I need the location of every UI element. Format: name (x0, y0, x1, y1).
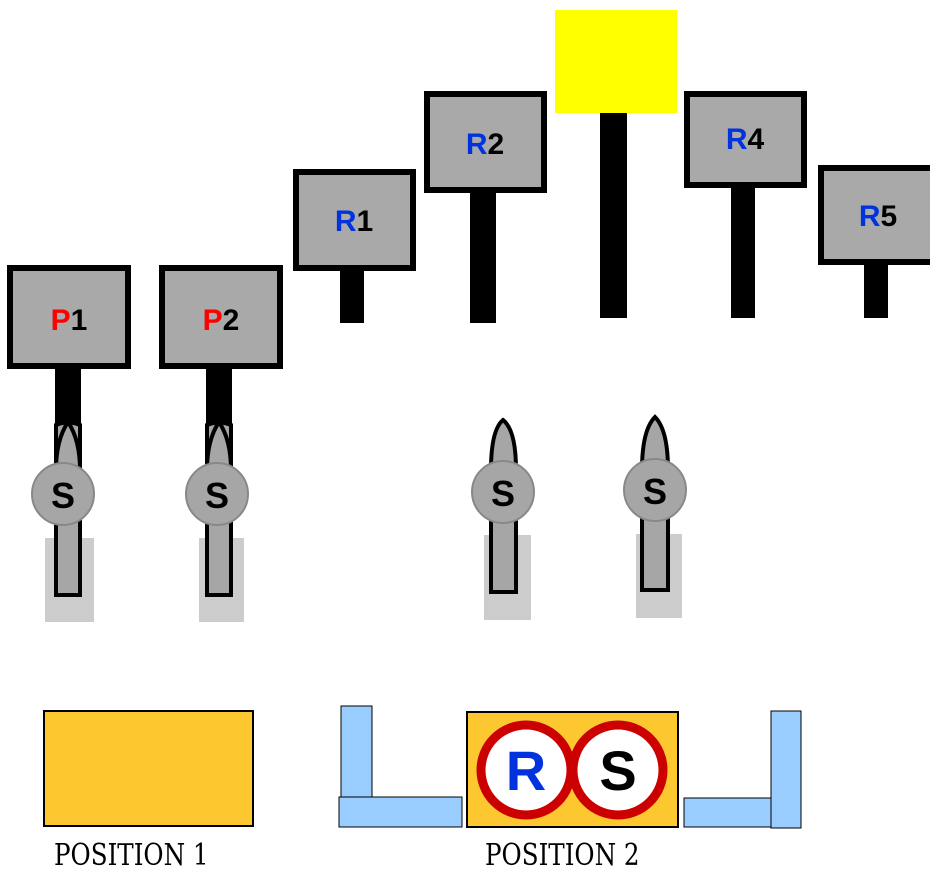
top-yellow-pole (600, 113, 627, 318)
right-bracket-vertical (770, 710, 802, 829)
sign-r1-pole (340, 268, 364, 323)
sign-r2-pole (470, 190, 496, 323)
sign-r1-label: R1 (335, 205, 373, 238)
sign-r5: R5 (818, 165, 930, 318)
sign-p2-label: P2 (203, 304, 240, 337)
s-badge-letter: S (599, 739, 636, 802)
position-2-left-bracket (338, 705, 463, 828)
sign-r1: R1 (293, 169, 416, 323)
sensor-1: S (31, 418, 95, 622)
sensor-1-tip (53, 418, 83, 472)
sensor-4: S (623, 414, 687, 618)
sensor-2-disc (185, 462, 249, 526)
r-badge-letter: R (506, 739, 546, 802)
sign-r4-label: R4 (726, 123, 765, 156)
sensor-2: S (185, 418, 249, 622)
position-1-pad (43, 710, 254, 827)
sensor-4-letter: S (643, 471, 667, 512)
sign-r2-board (424, 91, 547, 193)
sign-r5-pole (864, 262, 888, 318)
position-2-right-bracket (683, 710, 802, 829)
sign-r2-label: R2 (466, 128, 504, 161)
sensor-3: S (471, 417, 535, 620)
top-yellow-square (555, 10, 677, 113)
sign-r5-board (818, 165, 930, 265)
sign-p1: P1 (7, 265, 131, 430)
sensor-2-tip (204, 418, 234, 472)
sign-p1-board (7, 265, 131, 369)
sign-p2-board (159, 265, 283, 369)
position-2-s-badge: S (568, 720, 668, 820)
position-2-label: POSITION 2 (485, 838, 640, 873)
sensor-1-disc (31, 462, 95, 526)
sign-p2: P2 (159, 265, 283, 430)
sign-r4-board (684, 91, 807, 188)
sensor-4-disc (623, 458, 687, 522)
sensor-2-letter: S (205, 475, 229, 516)
sign-r4-pole (731, 185, 755, 318)
position-1-label: POSITION 1 (54, 838, 209, 873)
sign-r5-label: R5 (859, 200, 897, 233)
sign-p1-label: P1 (51, 304, 88, 337)
sign-r4: R4 (684, 91, 807, 318)
sensor-3-letter: S (491, 473, 515, 514)
sensor-3-disc (471, 460, 535, 524)
left-bracket-horizontal (338, 796, 463, 828)
s-badge-ring (568, 720, 668, 820)
sensor-1-letter: S (51, 475, 75, 516)
top-yellow-marker (555, 10, 677, 318)
position-2-r-badge: R (476, 720, 576, 820)
sign-r2: R2 (424, 91, 547, 323)
sign-r1-board (293, 169, 416, 271)
